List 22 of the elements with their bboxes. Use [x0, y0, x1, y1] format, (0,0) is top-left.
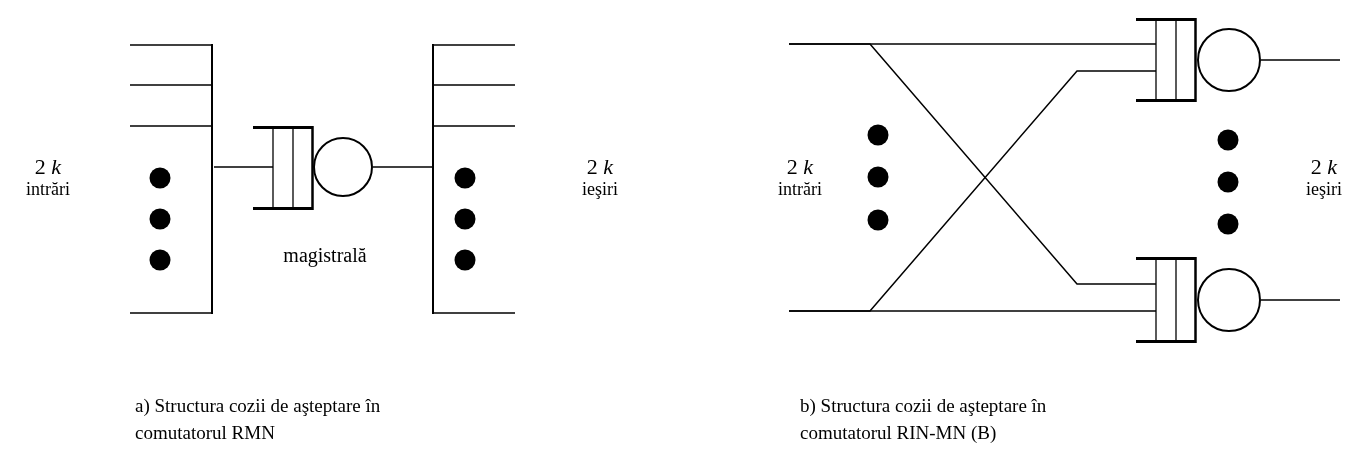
connector-line [788, 43, 1157, 285]
text-label: intrări [25, 178, 71, 201]
connector-line [372, 166, 434, 168]
queue-symbol [1136, 18, 1197, 102]
caption: b) Structura cozii de aşteptare în comutatorul RIN-MN (B) [800, 394, 1048, 445]
bus-bar [130, 44, 214, 314]
bus-bar [431, 44, 515, 314]
connector-line [788, 310, 1157, 312]
queue-symbol [253, 126, 314, 210]
text-label: ieşiri [581, 178, 619, 201]
connector-line [1260, 59, 1341, 61]
text-label: 2 k [33, 153, 63, 181]
text-label: 2 k [585, 153, 615, 181]
queue-symbol [1136, 257, 1197, 343]
connector-line [1260, 299, 1341, 301]
text-label: intrări [777, 178, 823, 201]
text-label: ieşiri [1305, 178, 1343, 201]
text-label: 2 k [1309, 153, 1339, 181]
text-label: 2 k [785, 153, 815, 181]
caption: a) Structura cozii de aşteptare în comutatorul RMN [135, 394, 382, 445]
text-label: magistrală [282, 243, 368, 269]
connector-line [213, 166, 274, 168]
